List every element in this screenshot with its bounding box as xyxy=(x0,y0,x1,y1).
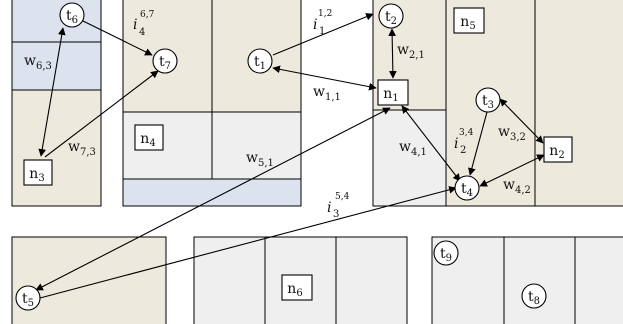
svg-text:i: i xyxy=(327,200,331,216)
node-t2[interactable]: t2 xyxy=(378,3,404,29)
svg-text:6,7: 6,7 xyxy=(140,10,155,20)
svg-text:n6: n6 xyxy=(287,281,302,299)
label-i47: i 4 6,7 xyxy=(133,10,155,38)
node-t4[interactable]: t4 xyxy=(454,175,480,201)
edge-i1 xyxy=(272,13,374,56)
node-t1[interactable]: t1 xyxy=(247,48,273,74)
edges xyxy=(35,13,545,299)
label-w73: w7,3 xyxy=(68,139,96,158)
edge-i4 xyxy=(82,20,153,56)
edge-w41 xyxy=(401,105,461,182)
node-t9[interactable]: t9 xyxy=(433,240,459,266)
svg-text:3,4: 3,4 xyxy=(459,128,474,138)
label-w21: w2,1 xyxy=(397,42,425,61)
node-t8[interactable]: t8 xyxy=(521,283,547,309)
svg-text:t9: t9 xyxy=(440,246,452,264)
node-t7[interactable]: t7 xyxy=(152,48,178,74)
edge-w73 xyxy=(44,70,159,158)
svg-text:t3: t3 xyxy=(482,93,494,111)
edge-w63 xyxy=(38,27,66,157)
svg-text:3: 3 xyxy=(333,209,339,220)
edge-w21 xyxy=(388,28,397,79)
node-n4[interactable]: n4 xyxy=(134,124,164,151)
svg-text:t1: t1 xyxy=(254,54,266,72)
edge-w42 xyxy=(479,154,545,187)
svg-text:t4: t4 xyxy=(461,181,473,199)
block-bottom-right xyxy=(431,236,623,324)
label-i35: i 3 5,4 xyxy=(327,192,350,220)
svg-text:n5: n5 xyxy=(460,14,475,32)
node-t5[interactable]: t5 xyxy=(15,285,41,311)
label-w51: w5,1 xyxy=(246,150,274,169)
edge-i2 xyxy=(468,111,488,176)
label-w63: w6,3 xyxy=(24,53,52,72)
label-w42: w4,2 xyxy=(503,177,531,196)
label-w11: w1,1 xyxy=(313,84,341,103)
svg-text:i: i xyxy=(313,17,317,33)
node-n1[interactable]: n1 xyxy=(377,79,409,106)
svg-text:4: 4 xyxy=(139,27,145,38)
svg-text:5,4: 5,4 xyxy=(335,192,350,202)
block-bottom-left xyxy=(11,236,167,324)
svg-text:t2: t2 xyxy=(385,9,397,27)
svg-text:i: i xyxy=(133,17,137,33)
svg-text:n3: n3 xyxy=(29,166,44,184)
label-i12: i 1 1,2 xyxy=(313,9,332,37)
node-n6[interactable]: n6 xyxy=(281,274,313,301)
node-n5[interactable]: n5 xyxy=(453,7,485,34)
node-n2[interactable]: n2 xyxy=(543,136,573,163)
svg-text:1,2: 1,2 xyxy=(318,9,332,19)
block-top-center-left xyxy=(122,0,302,207)
node-n3[interactable]: n3 xyxy=(23,159,53,186)
label-w32: w3,2 xyxy=(498,124,526,143)
edge-i3 xyxy=(39,186,457,299)
svg-text:n1: n1 xyxy=(383,86,398,104)
svg-text:t8: t8 xyxy=(528,289,540,307)
edge-w32 xyxy=(499,98,544,144)
edge-w51 xyxy=(35,107,391,291)
svg-text:t5: t5 xyxy=(22,291,34,309)
edge-w11 xyxy=(272,65,377,91)
svg-text:t7: t7 xyxy=(159,54,171,72)
svg-text:n2: n2 xyxy=(549,143,564,161)
svg-text:t6: t6 xyxy=(66,8,78,26)
node-t3[interactable]: t3 xyxy=(475,87,501,113)
label-w41: w4,1 xyxy=(399,139,427,158)
svg-text:n4: n4 xyxy=(140,131,155,149)
svg-text:1: 1 xyxy=(319,26,325,37)
label-i23: i 2 3,4 xyxy=(454,128,474,156)
node-t6[interactable]: t6 xyxy=(59,2,85,28)
svg-text:i: i xyxy=(454,136,458,152)
svg-text:2: 2 xyxy=(460,145,466,156)
